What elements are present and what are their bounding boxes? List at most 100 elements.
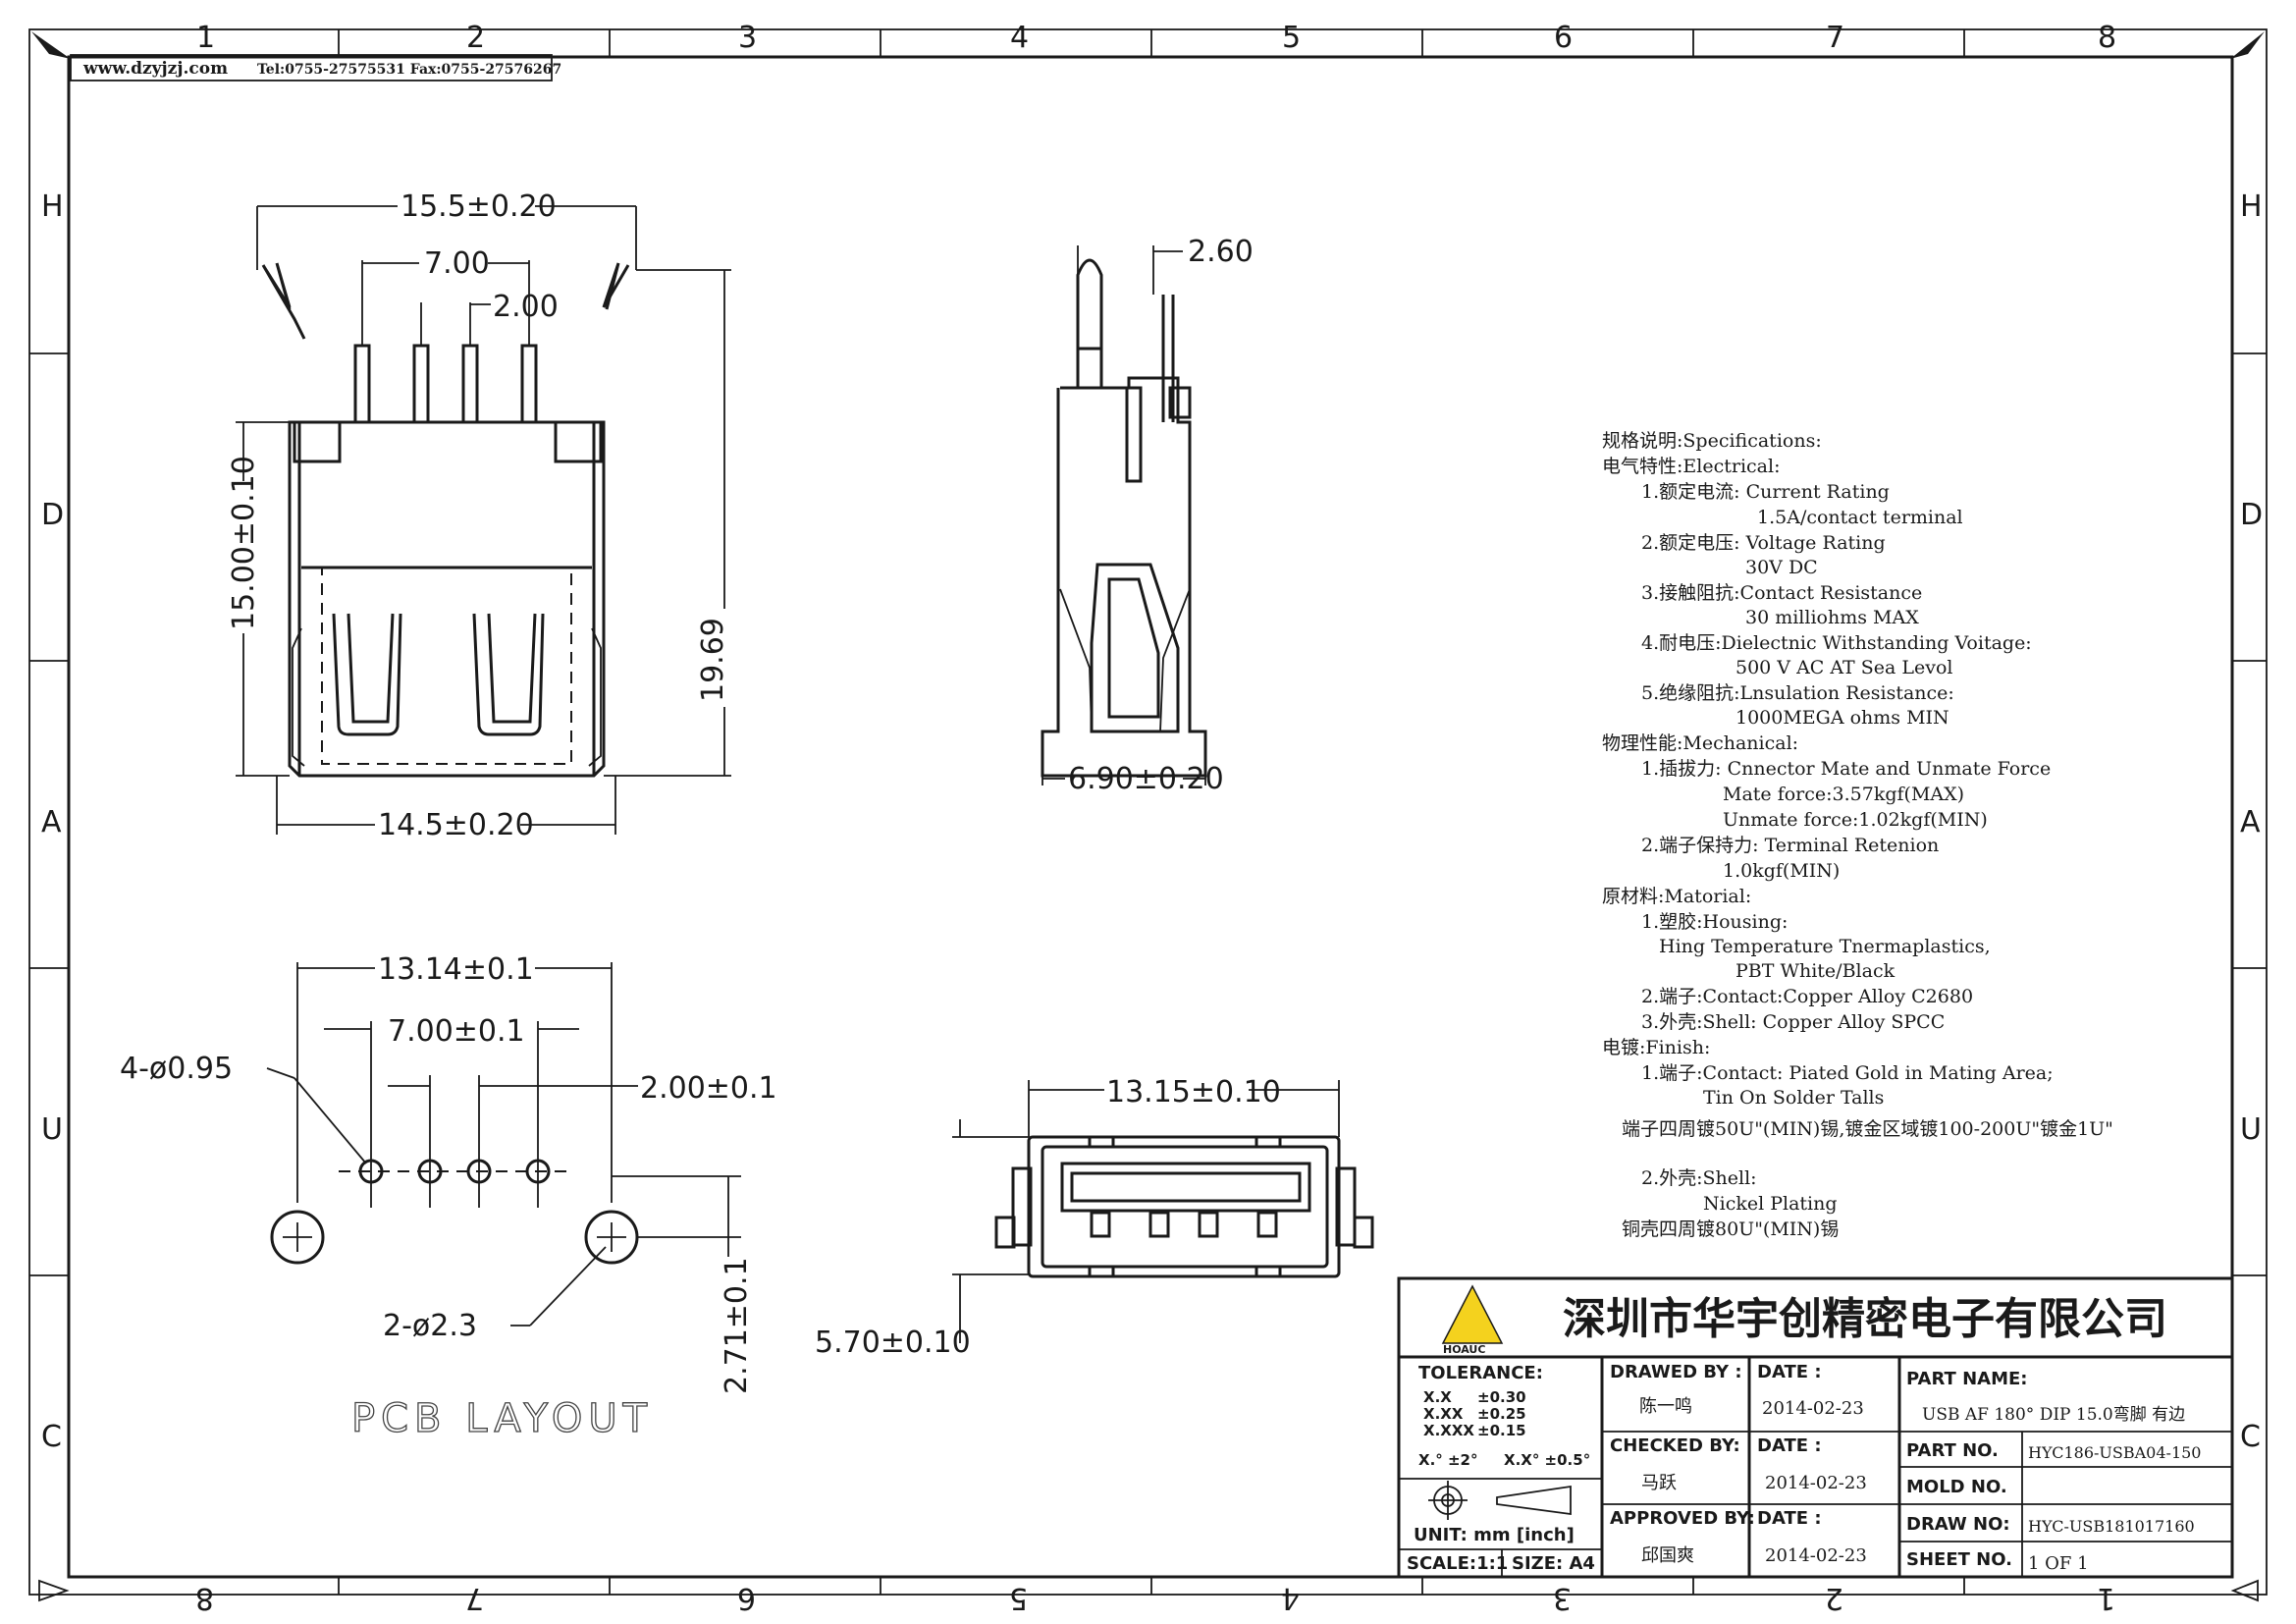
svg-text:物理性能:Mechanical:: 物理性能:Mechanical: [1602, 732, 1798, 754]
scale-label: SCALE:1:1 [1407, 1553, 1508, 1574]
corner-arrow-bl [38, 1579, 70, 1602]
svg-text:Nickel Plating: Nickel Plating [1703, 1193, 1838, 1215]
dim-body-height: 15.00±0.10 [227, 456, 261, 630]
svg-text:7: 7 [465, 1581, 484, 1615]
svg-text:±0.15: ±0.15 [1477, 1422, 1526, 1439]
svg-text:铜壳四周镀80U"(MIN)锡: 铜壳四周镀80U"(MIN)锡 [1622, 1218, 1839, 1240]
grid-labels-bottom: 8 7 6 5 4 3 2 1 [195, 1581, 2115, 1615]
logo-text: HOAUC [1443, 1343, 1485, 1356]
svg-text:1.端子:Contact: Piated Gold in M: 1.端子:Contact: Piated Gold in Mating Area… [1641, 1062, 2054, 1084]
svg-text:PART NO.: PART NO. [1906, 1440, 1999, 1461]
svg-text:Tin On Solder Talls: Tin On Solder Talls [1703, 1087, 1884, 1109]
svg-text:DATE :: DATE : [1757, 1435, 1822, 1456]
svg-text:X.X: X.X [1423, 1388, 1452, 1406]
svg-text:原材料:Matorial:: 原材料:Matorial: [1602, 886, 1751, 907]
pcb-dim-pitch: 2.00±0.1 [640, 1071, 777, 1106]
svg-text:Unmate force:1.02kgf(MIN): Unmate force:1.02kgf(MIN) [1723, 809, 1988, 831]
svg-text:3: 3 [738, 21, 757, 55]
end-view: 13.15±0.10 5.70±0.10 [815, 1075, 1374, 1360]
svg-text:30V DC: 30V DC [1745, 557, 1818, 578]
svg-text:DATE :: DATE : [1757, 1508, 1822, 1529]
drawn-by: 陈一鸣 [1639, 1396, 1692, 1417]
dim-total-height: 19.69 [696, 618, 730, 702]
svg-text:H: H [41, 189, 64, 224]
corner-arrow-tr [2230, 31, 2265, 59]
svg-text:规格说明:Specifications:: 规格说明:Specifications: [1602, 430, 1822, 452]
svg-text:3.接触阻抗:Contact Resistance: 3.接触阻抗:Contact Resistance [1641, 582, 1922, 604]
svg-text:±0.25: ±0.25 [1477, 1405, 1526, 1423]
dim-depth: 6.90±0.20 [1068, 762, 1224, 796]
svg-text:3: 3 [1553, 1581, 1572, 1615]
end-dim-height: 5.70±0.10 [815, 1326, 971, 1360]
svg-text:X.X° ±0.5°: X.X° ±0.5° [1504, 1451, 1590, 1469]
svg-text:2.端子保持力: Terminal Retenion: 2.端子保持力: Terminal Retenion [1641, 835, 1939, 856]
svg-text:C: C [2240, 1420, 2261, 1454]
svg-text:SHEET NO.: SHEET NO. [1906, 1549, 2012, 1570]
header-website: www.dzyjzj.com [82, 59, 228, 79]
svg-text:500 V AC AT Sea Levol: 500 V AC AT Sea Levol [1735, 657, 1953, 678]
svg-text:APPROVED BY:: APPROVED BY: [1610, 1508, 1755, 1529]
dim-pin-pitch: 2.00 [493, 290, 559, 324]
header-contact: Tel:0755-27575531 Fax:0755-27576267 [257, 62, 561, 78]
inner-border [67, 55, 2234, 1579]
svg-text:C: C [41, 1420, 62, 1454]
svg-text:U: U [41, 1112, 63, 1147]
svg-text:5.绝缘阻抗:Lnsulation Resistance:: 5.绝缘阻抗:Lnsulation Resistance: [1641, 682, 1954, 704]
part-name: USB AF 180° DIP 15.0弯脚 有边 [1922, 1405, 2185, 1425]
svg-text:CHECKED BY:: CHECKED BY: [1610, 1435, 1740, 1456]
tolerance-label: TOLERANCE: [1418, 1363, 1543, 1383]
company-name: 深圳市华宇创精密电子有限公司 [1563, 1294, 2167, 1344]
draw-no: HYC-USB181017160 [2028, 1517, 2195, 1536]
svg-text:7: 7 [1826, 21, 1844, 55]
title-block: HOAUC 深圳市华宇创精密电子有限公司 TOLERANCE: X.X ±0.3… [1397, 1276, 2234, 1579]
svg-text:30 milliohms MAX: 30 milliohms MAX [1745, 607, 1919, 628]
front-view: 15.5±0.20 7.00 2.00 15.00±0.10 19.69 14.… [227, 189, 731, 842]
approved-by: 邱国爽 [1641, 1545, 1694, 1566]
company-logo-icon [1441, 1284, 1504, 1344]
date-approved: 2014-02-23 [1765, 1545, 1867, 1566]
svg-text:H: H [2240, 189, 2263, 224]
svg-text:2.额定电压: Voltage Rating: 2.额定电压: Voltage Rating [1641, 532, 1886, 554]
corner-arrow-tl [31, 31, 71, 59]
grid-labels-right: H D A U C [2240, 189, 2263, 1454]
sheet-no: 1 OF 1 [2028, 1553, 2089, 1574]
checked-by: 马跃 [1641, 1473, 1677, 1493]
pcb-layout-label: PCB LAYOUT [351, 1396, 653, 1441]
svg-text:8: 8 [195, 1581, 214, 1615]
svg-text:5: 5 [1282, 21, 1301, 55]
svg-text:2: 2 [1825, 1581, 1843, 1615]
svg-text:D: D [41, 498, 64, 532]
svg-text:2.外壳:Shell:: 2.外壳:Shell: [1641, 1167, 1757, 1189]
svg-text:6: 6 [1554, 21, 1573, 55]
pcb-layout-view: 13.14±0.1 7.00±0.1 2.00±0.1 4-ø0.95 2-ø2… [120, 952, 777, 1442]
svg-text:2: 2 [466, 21, 485, 55]
corner-arrow-br [2230, 1579, 2259, 1602]
svg-text:PART NAME:: PART NAME: [1906, 1369, 2027, 1389]
svg-text:4.耐电压:Dielectnic Withstanding: 4.耐电压:Dielectnic Withstanding Voitage: [1641, 632, 2032, 654]
svg-text:X.° ±2°: X.° ±2° [1418, 1451, 1478, 1469]
svg-text:A: A [41, 805, 62, 839]
dim-pin-span: 7.00 [424, 246, 490, 281]
svg-text:1.0kgf(MIN): 1.0kgf(MIN) [1723, 860, 1840, 882]
svg-text:1: 1 [2097, 1581, 2115, 1615]
svg-text:PBT White/Black: PBT White/Black [1735, 960, 1896, 982]
svg-text:端子四周镀50U"(MIN)锡,镀金区域镀100-200U": 端子四周镀50U"(MIN)锡,镀金区域镀100-200U"镀金1U" [1622, 1118, 2113, 1140]
grid-labels-left: H D A U C [41, 189, 64, 1454]
pcb-small-holes-note: 4-ø0.95 [120, 1052, 233, 1086]
svg-text:1.额定电流: Current Rating: 1.额定电流: Current Rating [1641, 481, 1890, 503]
svg-text:2.端子:Contact:Copper Alloy C268: 2.端子:Contact:Copper Alloy C2680 [1641, 986, 1973, 1007]
pcb-dim-outer: 13.14±0.1 [378, 952, 534, 987]
header-box [70, 54, 553, 81]
svg-text:MOLD NO.: MOLD NO. [1906, 1477, 2007, 1497]
svg-text:8: 8 [2098, 21, 2116, 55]
svg-text:电气特性:Electrical:: 电气特性:Electrical: [1602, 456, 1780, 477]
part-no: HYC186-USBA04-150 [2028, 1443, 2201, 1462]
end-dim-width: 13.15±0.10 [1106, 1075, 1281, 1110]
svg-text:1: 1 [196, 21, 215, 55]
svg-text:4: 4 [1281, 1581, 1300, 1615]
svg-text:1.塑胶:Housing:: 1.塑胶:Housing: [1641, 911, 1788, 933]
dim-overall-width: 15.5±0.20 [400, 189, 557, 224]
side-view: 2.60 6.90±0.20 [1041, 235, 1254, 796]
svg-text:Mate force:3.57kgf(MAX): Mate force:3.57kgf(MAX) [1723, 784, 1964, 805]
